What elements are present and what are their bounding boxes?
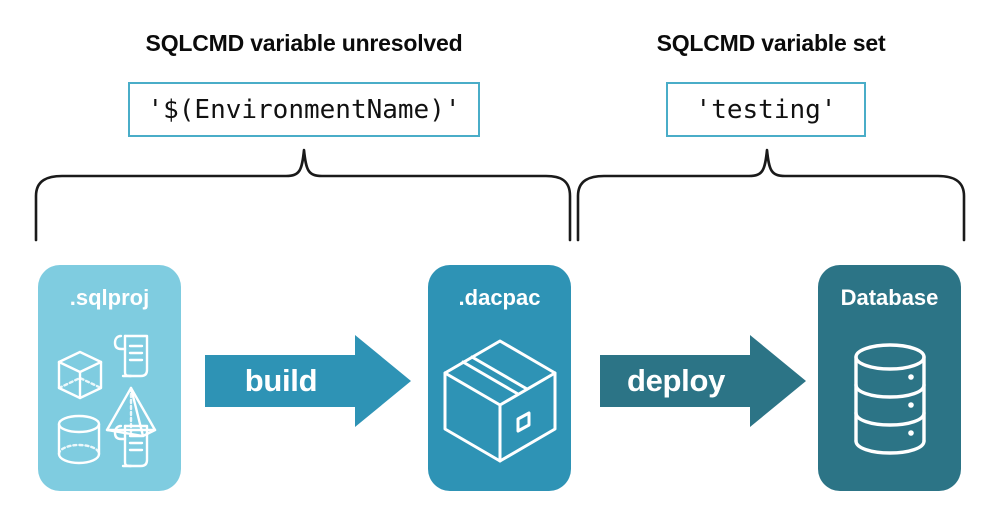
scroll-icon — [113, 424, 148, 468]
arrow-build: build — [205, 333, 411, 429]
sqlcmd-variable-set-value: 'testing' — [695, 94, 837, 125]
sqlcmd-variable-unresolved-value: '$(EnvironmentName)' — [147, 94, 461, 125]
package-box-icon — [443, 339, 556, 463]
section-heading-left: SQLCMD variable unresolved — [145, 30, 463, 56]
pyramid-icon — [105, 386, 156, 438]
database-cylinder-icon — [853, 343, 926, 455]
database-artwork — [818, 321, 961, 481]
deploy-arrow-icon — [600, 335, 806, 427]
section-heading-right: SQLCMD variable set — [656, 30, 886, 56]
sqlproj-object-icons — [57, 334, 156, 468]
sqlcmd-variable-unresolved-box: '$(EnvironmentName)' — [128, 82, 480, 137]
cylinder-icon — [57, 414, 100, 465]
dacpac-artwork — [428, 321, 571, 481]
brace-group — [34, 148, 966, 242]
right-brace-icon — [576, 148, 966, 242]
sqlproj-artwork — [38, 321, 181, 481]
stage-label-dacpac: .dacpac — [458, 285, 541, 310]
arrow-deploy: deploy — [600, 333, 806, 429]
cube-icon — [57, 350, 102, 400]
stage-card-sqlproj[interactable]: .sqlproj — [38, 265, 181, 491]
build-arrow-icon — [205, 335, 411, 427]
stage-label-database: Database — [840, 285, 939, 310]
sqlcmd-variable-set-box: 'testing' — [666, 82, 866, 137]
left-brace-icon — [34, 148, 572, 242]
stage-card-dacpac[interactable]: .dacpac — [428, 265, 571, 491]
stage-label-sqlproj: .sqlproj — [69, 285, 150, 310]
stage-card-database[interactable]: Database — [818, 265, 961, 491]
scroll-icon — [113, 334, 148, 378]
